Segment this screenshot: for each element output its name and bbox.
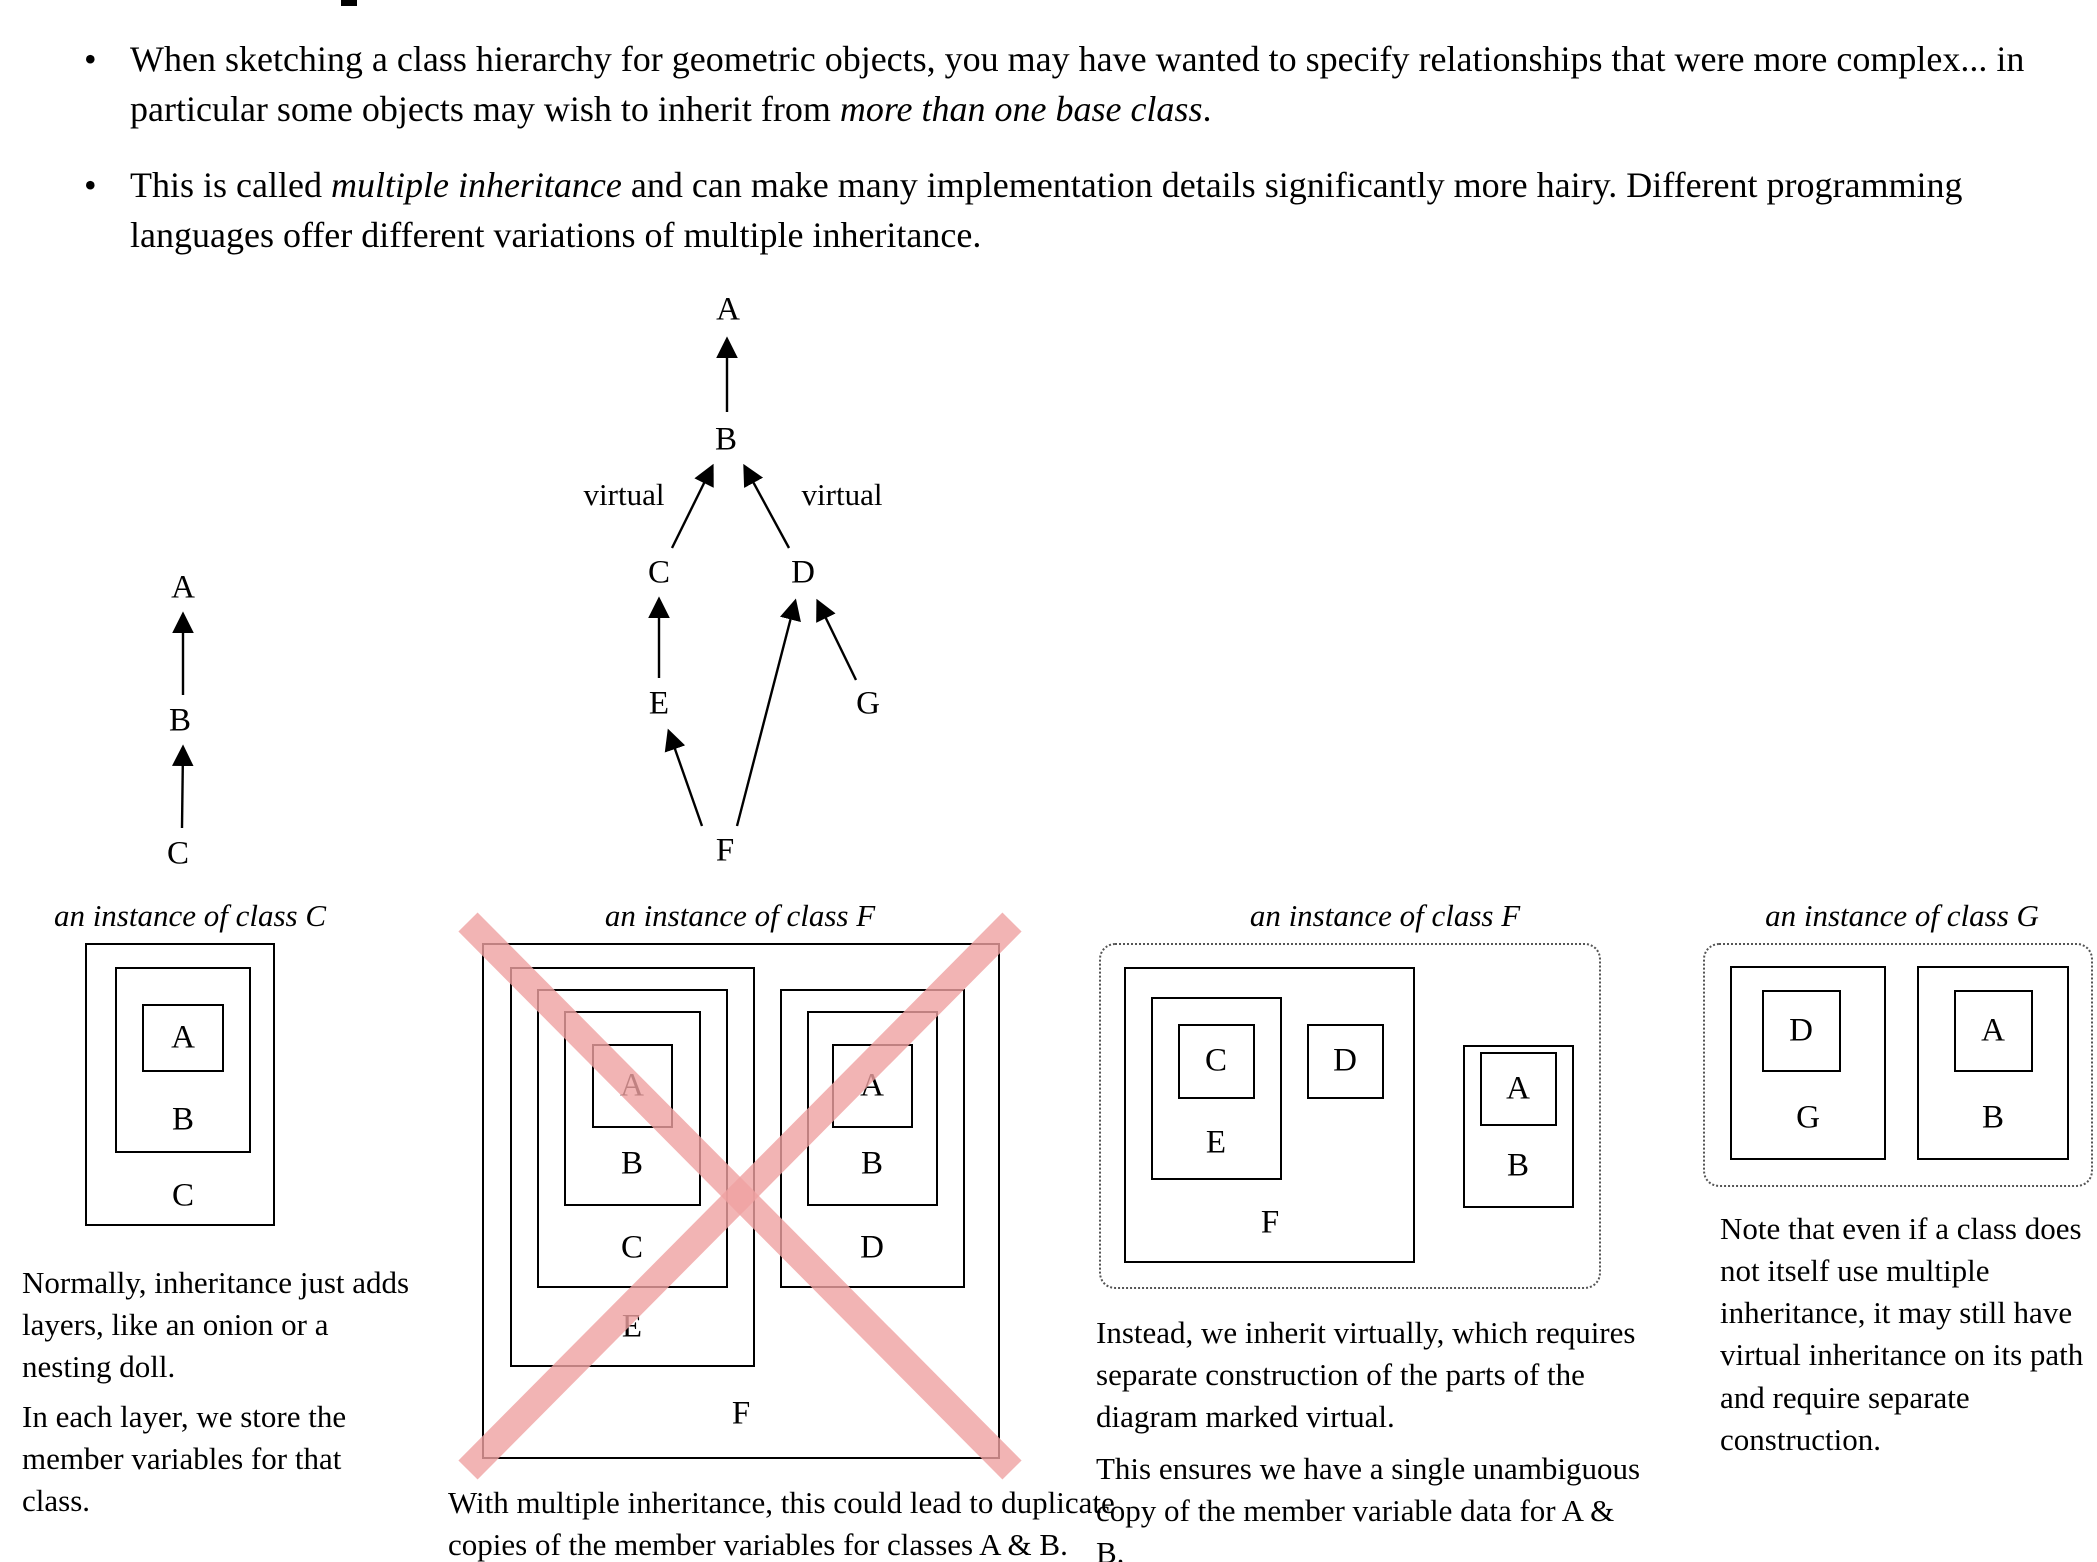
bullet2-normal-1: This is called [130, 165, 331, 205]
instance-c-caption-2: In each layer, we store the member varia… [22, 1399, 347, 1519]
bullet1-period: . [1202, 89, 1212, 130]
bullet1-italic: more than one base class [839, 89, 1203, 130]
instance-c-box-b [115, 967, 251, 1153]
bullet-point-1: • When sketching a class hierarchy for g… [84, 34, 2074, 135]
instance-f-crossed-title: an instance of class F [604, 898, 876, 933]
instance-f-crossed-label-f: F [731, 1395, 751, 1432]
instance-f-virtual-box-f [1124, 967, 1415, 1263]
chain-node-b: B [168, 702, 192, 739]
instance-f-virtual-caption-2: This ensures we have a single unambiguou… [1096, 1451, 1641, 1562]
diamond-node-e: E [648, 685, 670, 722]
instance-f-crossed-label-b1: B [620, 1145, 644, 1182]
instance-c-label-b: B [171, 1101, 195, 1138]
instance-f-crossed-label-a1: A [620, 1067, 644, 1104]
instance-c-label-a: A [171, 1019, 195, 1056]
bullet1-text: When sketching a class hierarchy for geo… [130, 34, 2074, 135]
chain-node-a: A [171, 569, 195, 606]
instance-f-virtual-label-e: E [1205, 1124, 1227, 1161]
arrow-f-to-d [735, 598, 801, 827]
instance-f-virtual-label-f: F [1260, 1204, 1280, 1241]
instance-c-caption-1: Normally, inheritance just adds layers, … [22, 1265, 410, 1385]
chain-node-c: C [166, 835, 190, 872]
instance-g-box-g [1730, 966, 1886, 1160]
instance-c-box-a [142, 1004, 224, 1072]
instance-f-crossed-label-b2: B [860, 1145, 884, 1182]
instance-c-box-c [85, 943, 275, 1226]
instance-g-label-b: B [1981, 1099, 2005, 1136]
instance-f-virtual-dotted-border [1099, 943, 1601, 1289]
diamond-node-f: F [715, 832, 735, 869]
diamond-node-g: G [856, 685, 880, 722]
instance-g-label-a: A [1981, 1012, 2005, 1049]
instance-f-crossed-label-e: E [621, 1308, 643, 1345]
bullet-marker: • [84, 39, 97, 79]
diamond-node-d: D [791, 554, 815, 591]
instance-f-crossed-caption: With multiple inheritance, this could le… [448, 1485, 1115, 1562]
arrow-d-to-b-virtual [743, 463, 791, 549]
virtual-label-left: virtual [583, 477, 665, 512]
instance-f-virtual-box-c [1178, 1024, 1255, 1099]
instance-c-title: an instance of class C [53, 898, 327, 933]
instance-f-virtual-caption-1: Instead, we inherit virtually, which req… [1096, 1315, 1636, 1435]
instance-g-caption: Note that even if a class does not itsel… [1720, 1211, 2084, 1457]
instance-f-crossed-label-d: D [860, 1229, 884, 1266]
instance-f-virtual-label-d: D [1333, 1042, 1357, 1079]
instance-f-virtual-label-b: B [1506, 1147, 1530, 1184]
instance-f-crossed-label-a2: A [860, 1067, 884, 1104]
instance-g-label-d: D [1789, 1012, 1813, 1049]
bullet1-normal: When sketching a class hierarchy for geo… [130, 39, 2025, 130]
diamond-node-a: A [716, 291, 740, 328]
arrow-g-to-d [816, 598, 858, 681]
instance-g-title: an instance of class G [1765, 898, 2039, 933]
instance-f-virtual-box-a [1480, 1052, 1557, 1126]
instance-f-virtual-box-d [1307, 1024, 1384, 1099]
instance-g-label-g: G [1796, 1099, 1820, 1136]
diamond-node-b: B [714, 421, 738, 458]
bullet2-text: This is called multiple inheritance and … [130, 160, 2074, 261]
instance-g-box-b [1917, 966, 2069, 1160]
arrow-c-to-b [171, 744, 194, 829]
instance-g-box-d [1762, 990, 1841, 1072]
bullet-marker: • [84, 165, 97, 205]
instance-f-virtual-box-e [1151, 997, 1282, 1180]
instance-f-virtual-label-a: A [1506, 1070, 1530, 1107]
instance-f-virtual-label-c: C [1204, 1042, 1228, 1079]
instance-f-virtual-title: an instance of class F [1249, 898, 1521, 933]
cropped-title-fragment [341, 0, 357, 6]
bullet2-italic: multiple inheritance [330, 165, 622, 205]
arrow-c-to-b-virtual [670, 463, 714, 549]
arrow-f-to-e [664, 728, 704, 827]
instance-f-crossed-label-c: C [620, 1229, 644, 1266]
instance-g-box-a [1954, 990, 2033, 1072]
virtual-label-right: virtual [801, 477, 883, 512]
bullet-point-2: • This is called multiple inheritance an… [84, 160, 2074, 261]
instance-c-label-c: C [171, 1177, 195, 1214]
bullet2-normal-2: and can make many implementation details… [130, 165, 1963, 256]
diamond-node-c: C [647, 554, 671, 591]
instance-g-dotted-border [1703, 943, 2093, 1187]
instance-f-virtual-box-b [1463, 1045, 1574, 1208]
